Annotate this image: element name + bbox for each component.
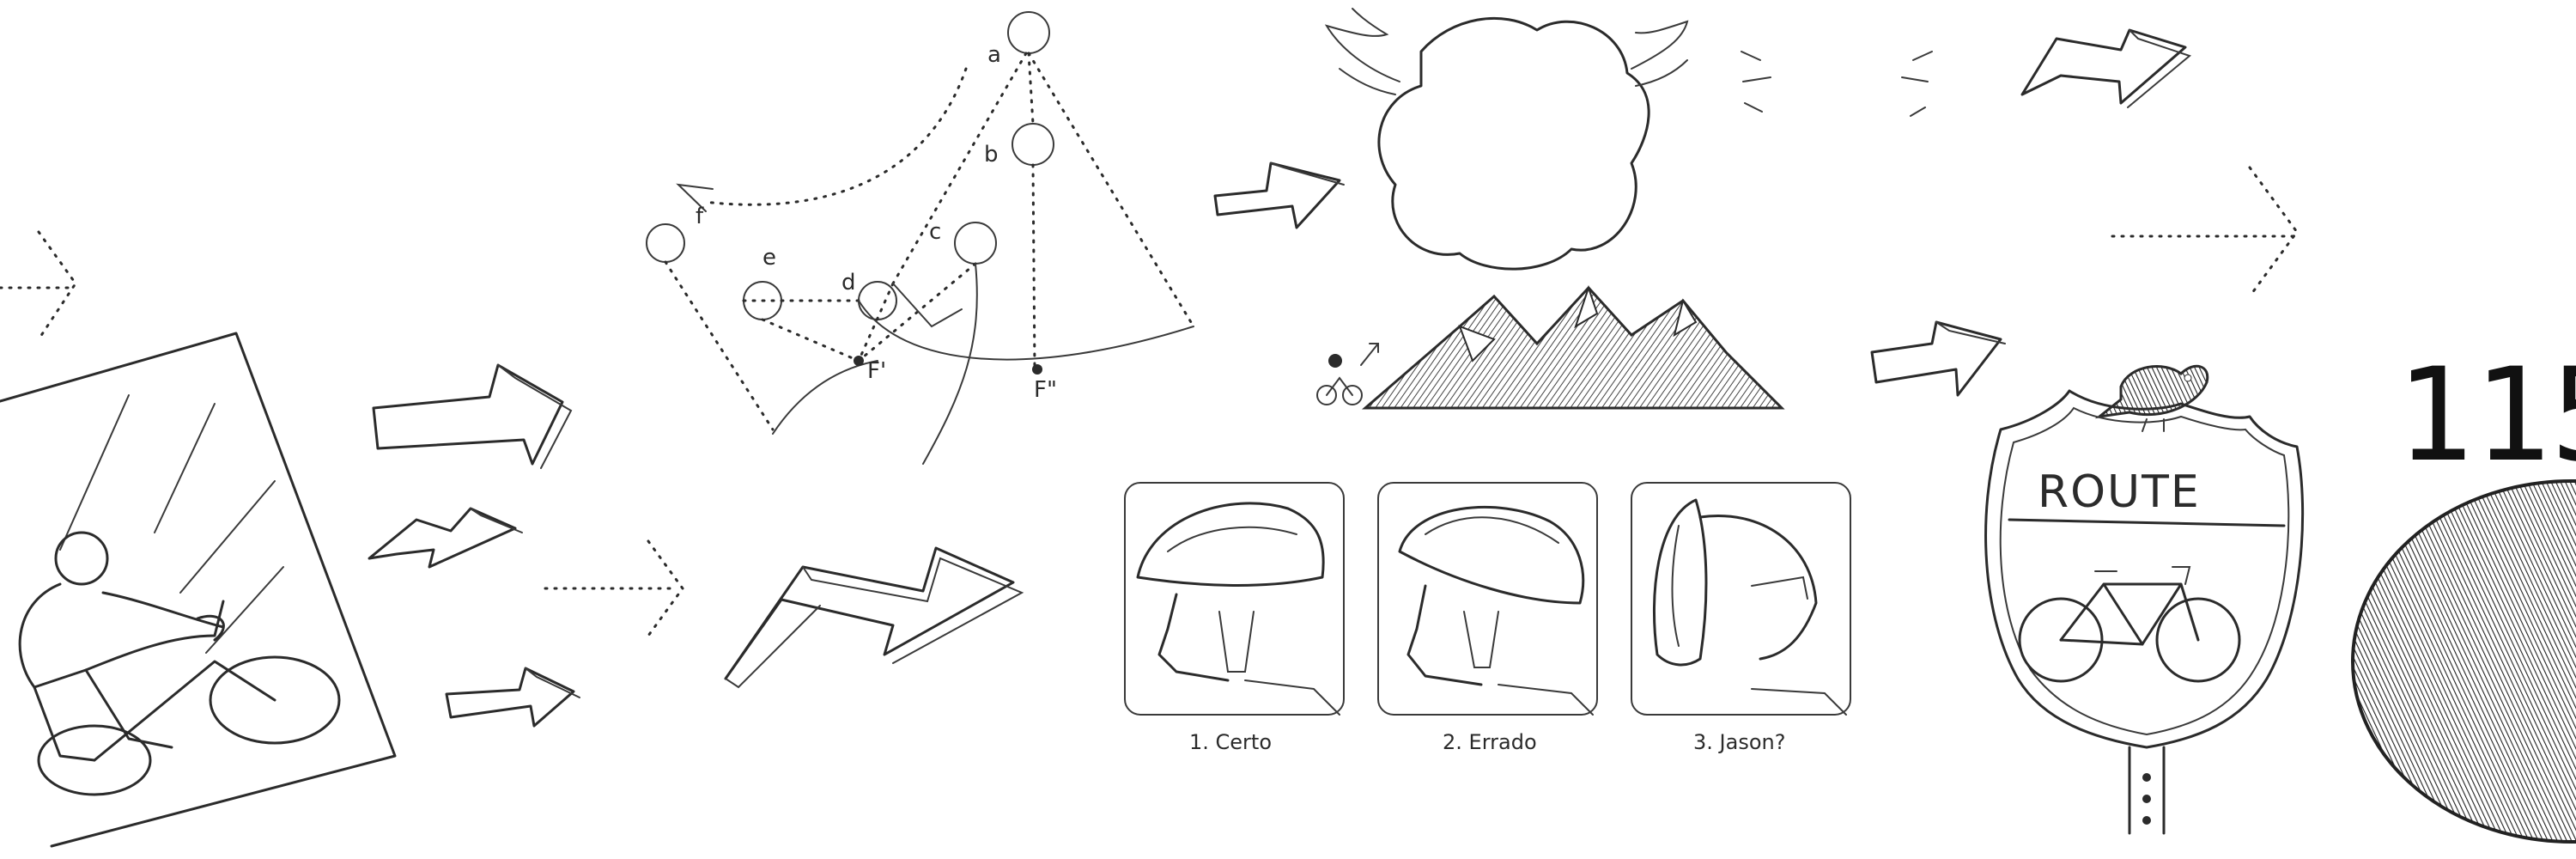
diagram-label: d [841,270,856,295]
mountains-icon [1361,284,1785,410]
planet-icon [2351,479,2576,844]
route-sign-label: ROUTE [2038,466,2201,518]
diagram-label: F' [867,358,886,384]
big-number: 115/ [2396,341,2576,490]
diagram-label: c [929,219,941,245]
pendulum-diagram: a b c d e f F' F" [646,11,1195,465]
route-sign-icon: ROUTE [1984,389,2305,835]
diagram-label: a [987,42,1001,68]
helmet-caption: 2. Errado [1443,730,1537,754]
diagram-label: F" [1034,377,1057,403]
cyclist-icon [0,332,397,848]
helmet-caption: 1. Certo [1189,730,1272,754]
cloud-with-wings-icon [1324,8,1689,271]
helmet-panel [1124,482,1345,716]
arrow-icon [2020,28,2192,108]
arrow-icon [1213,161,1345,229]
dotted-arrow-icon [2111,166,2299,298]
diagram-label: b [984,142,999,168]
helmet-icon [1398,506,1594,716]
helmet-panel [1631,482,1851,716]
bicycle-icon [2018,566,2241,683]
sound-marks-icon [1741,51,1933,117]
dotted-arrow-icon [0,230,77,341]
arrow-icon [445,667,580,728]
arrow-icon [368,507,523,569]
helmet-caption: 3. Jason? [1693,730,1785,754]
dotted-arrow-icon [544,539,684,637]
diagram-label: f [696,204,704,229]
arrow-icon [724,546,1024,689]
arrow-icon [1870,320,2006,397]
arrow-icon [372,363,573,469]
helmet-panel [1377,482,1598,716]
diagram-label: e [762,245,776,271]
helmet-icon [1136,502,1340,716]
helmet-icon [1653,498,1847,716]
cyclist-icon [1316,343,1379,405]
